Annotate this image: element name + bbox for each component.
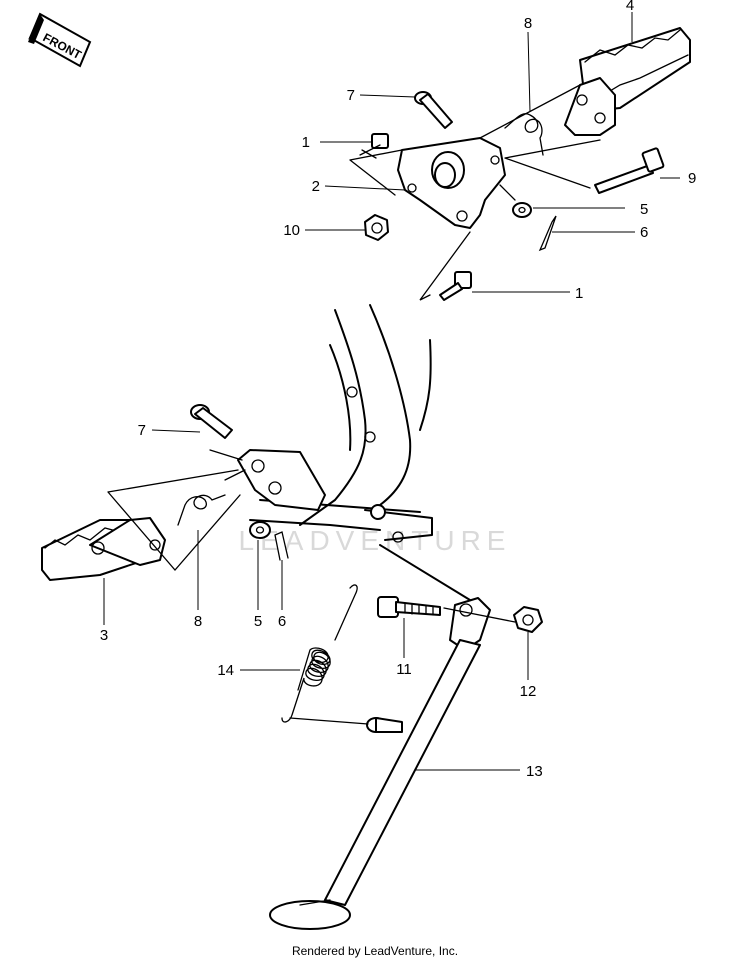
callout-8-upper: 8 xyxy=(524,15,532,32)
upper-cotter-pin xyxy=(538,215,557,252)
upper-bolt-a xyxy=(359,133,389,159)
leader-lines xyxy=(103,12,680,771)
callouts: 1 7 8 4 2 10 5 6 9 1 7 3 8 5 6 11 12 13 … xyxy=(100,0,697,780)
lower-cotter-pin xyxy=(274,531,289,561)
callout-7-lower: 7 xyxy=(138,422,146,439)
callout-10: 10 xyxy=(283,222,300,239)
upper-clevis-pin xyxy=(414,91,453,129)
callout-12: 12 xyxy=(520,683,537,700)
callout-2: 2 xyxy=(312,178,320,195)
lower-clevis-pin xyxy=(190,404,233,439)
callout-14: 14 xyxy=(217,662,234,679)
callout-4: 4 xyxy=(626,0,634,14)
spring-guide-line xyxy=(289,717,369,725)
callout-9: 9 xyxy=(688,170,696,187)
callout-5-lower: 5 xyxy=(254,613,262,630)
callout-1-lower: 1 xyxy=(575,285,583,302)
callout-5-upper: 5 xyxy=(640,201,648,218)
lower-washer xyxy=(249,521,271,539)
front-arrow: FRONT xyxy=(28,12,92,68)
upper-spring xyxy=(504,113,544,156)
upper-washer xyxy=(512,202,532,218)
callout-6-upper: 6 xyxy=(640,224,648,241)
callout-6-lower: 6 xyxy=(278,613,286,630)
callout-7-upper: 7 xyxy=(347,87,355,104)
upper-nut xyxy=(364,214,389,241)
callout-3: 3 xyxy=(100,627,108,644)
stand-bolt xyxy=(377,596,441,618)
upper-bolt-b xyxy=(439,271,472,301)
footer-credit: Rendered by LeadVenture, Inc. xyxy=(291,944,459,958)
callout-1-upper: 1 xyxy=(302,134,310,151)
callout-8-lower: 8 xyxy=(194,613,202,630)
long-bolt xyxy=(594,147,665,194)
callout-11: 11 xyxy=(396,661,412,678)
lower-footpeg xyxy=(41,517,166,581)
bolt-guide-line xyxy=(443,607,516,623)
upper-footpeg xyxy=(564,27,691,136)
stand-spring-pin xyxy=(366,717,403,733)
upper-step-bracket xyxy=(397,137,506,229)
lower-spring xyxy=(177,494,226,526)
motorcycle-frame xyxy=(249,304,471,601)
lower-step-bracket xyxy=(237,449,326,511)
stand-spring xyxy=(281,584,358,723)
side-stand xyxy=(269,597,491,930)
stand-nut xyxy=(513,606,543,633)
callout-13: 13 xyxy=(526,763,543,780)
lower-guide-lines xyxy=(107,449,246,571)
